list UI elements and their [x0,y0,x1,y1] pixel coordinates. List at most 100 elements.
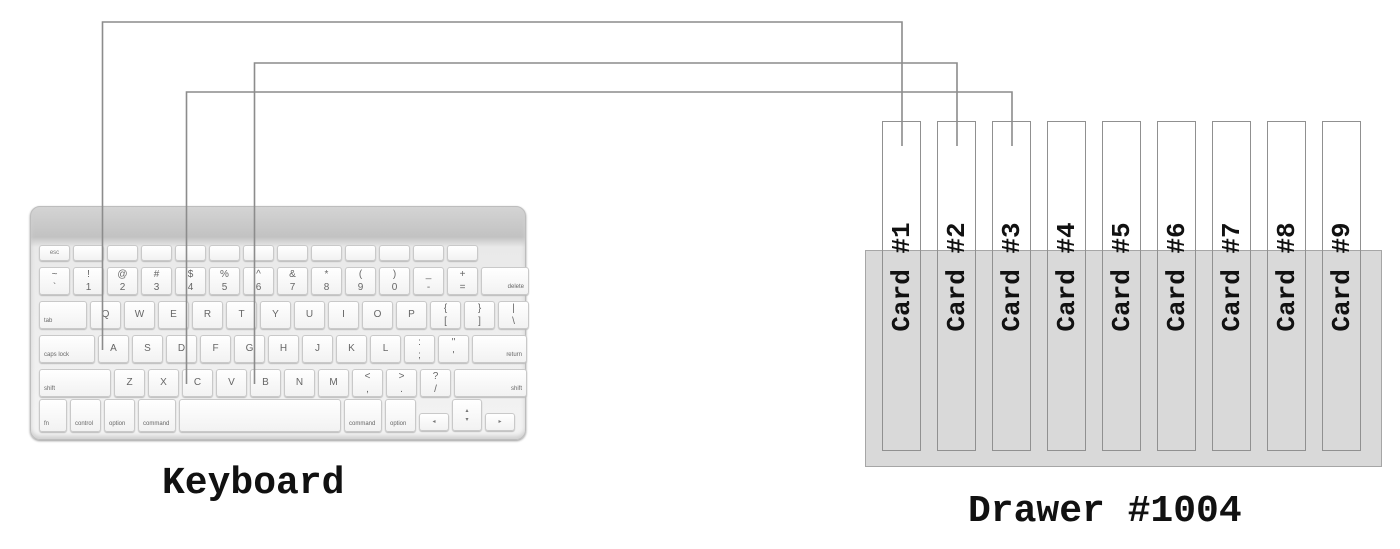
keyboard-key: esc [39,245,70,261]
keyboard-key: Q [90,301,121,329]
keyboard-key: %5 [209,267,240,295]
keyboard-key: #3 [141,267,172,295]
keyboard-key [345,245,376,261]
keyboard-key: X [148,369,179,397]
keyboard-key: H [268,335,299,363]
keyboard-key: S [132,335,163,363]
keyboard-key: option [385,399,416,432]
arrow-key: ◂ [419,413,449,431]
keyboard-key: D [166,335,197,363]
card-9: Card #9 [1322,121,1361,451]
keyboard-key: shift [454,369,527,397]
keyboard-key [179,399,341,432]
keyboard-key: "' [438,335,469,363]
keyboard-key: ~` [39,267,70,295]
keyboard-key: B [250,369,281,397]
card-label: Card #1 [886,222,917,332]
keyboard-key: _- [413,267,444,295]
keyboard-key: )0 [379,267,410,295]
keyboard-key: A [98,335,129,363]
keyboard-key: C [182,369,213,397]
keyboard-key: L [370,335,401,363]
card-7: Card #7 [1212,121,1251,451]
keyboard-key: :; [404,335,435,363]
card-8: Card #8 [1267,121,1306,451]
card-1: Card #1 [882,121,921,451]
keyboard-key: U [294,301,325,329]
keyboard-key: *8 [311,267,342,295]
keyboard-key: I [328,301,359,329]
keyboard-key: J [302,335,333,363]
keyboard-key: E [158,301,189,329]
keyboard-key: Z [114,369,145,397]
card-tab [1048,122,1085,250]
keyboard-key: ^6 [243,267,274,295]
keyboard-key: |\ [498,301,529,329]
card-tab [1323,122,1360,250]
keyboard-key [243,245,274,261]
keyboard-key: @2 [107,267,138,295]
keyboard-key: Y [260,301,291,329]
keyboard-key: K [336,335,367,363]
keyboard-key [413,245,444,261]
keyboard-key: command [344,399,382,432]
keyboard-key [107,245,138,261]
keyboard-key: caps lock [39,335,95,363]
card-4: Card #4 [1047,121,1086,451]
keyboard-key: }] [464,301,495,329]
keyboard-key: &7 [277,267,308,295]
card-tab [1268,122,1305,250]
card-label: Card #4 [1051,222,1082,332]
keyboard-key [277,245,308,261]
keyboard-key [379,245,410,261]
keyboard-key: R [192,301,223,329]
card-5: Card #5 [1102,121,1141,451]
card-tab [1103,122,1140,250]
card-2: Card #2 [937,121,976,451]
keyboard-key: return [472,335,527,363]
card-label: Card #6 [1161,222,1192,332]
keyboard-key: $4 [175,267,206,295]
keyboard-key: G [234,335,265,363]
card-label: Card #2 [941,222,972,332]
keyboard-key: control [70,399,101,432]
drawer-caption: Drawer #1004 [968,490,1242,533]
keyboard-key: delete [481,267,529,295]
keyboard-key: N [284,369,315,397]
keyboard-key: command [138,399,176,432]
keyboard-key: !1 [73,267,104,295]
keyboard-key: V [216,369,247,397]
card-label: Card #9 [1326,222,1357,332]
keyboard-key: P [396,301,427,329]
keyboard-key: M [318,369,349,397]
keyboard-key [141,245,172,261]
card-label: Card #3 [996,222,1027,332]
card-label: Card #7 [1216,222,1247,332]
keyboard-key: option [104,399,135,432]
keyboard-key: += [447,267,478,295]
keyboard-key [73,245,104,261]
keyboard-key [209,245,240,261]
keyboard-key [175,245,206,261]
card-6: Card #6 [1157,121,1196,451]
card-3: Card #3 [992,121,1031,451]
keyboard-key: ?/ [420,369,451,397]
keyboard-key: <, [352,369,383,397]
keyboard-key [447,245,478,261]
arrow-key: ▴▾ [452,399,482,431]
card-tab [1158,122,1195,250]
keyboard-key: W [124,301,155,329]
keyboard-key: F [200,335,231,363]
arrow-key: ▸ [485,413,515,431]
keyboard-caption: Keyboard [162,462,345,505]
keyboard-key [311,245,342,261]
keyboard-key: tab [39,301,87,329]
keyboard-key: O [362,301,393,329]
keyboard-key: shift [39,369,111,397]
keyboard-key: {[ [430,301,461,329]
card-tab [1213,122,1250,250]
keyboard-key: fn [39,399,67,432]
keyboard-key: (9 [345,267,376,295]
